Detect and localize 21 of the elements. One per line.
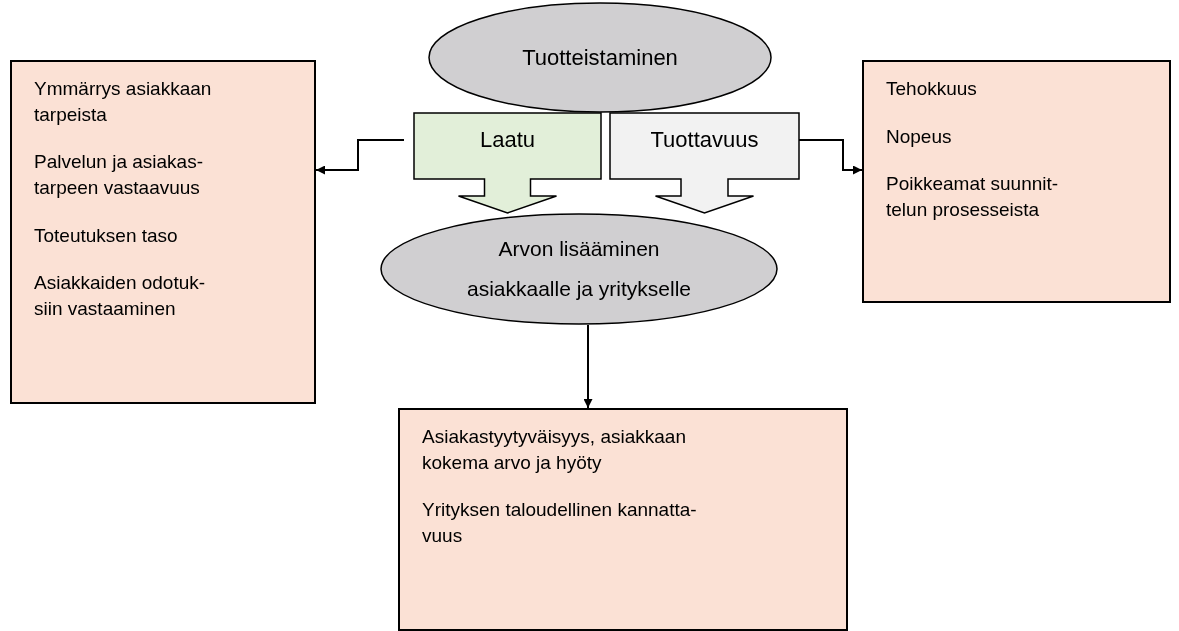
list-item: Asiakkaiden odotuk- siin vastaaminen (34, 271, 207, 321)
text-box (398, 408, 848, 631)
block-arrow (609, 112, 800, 214)
list-item: Tehokkuus (886, 77, 978, 101)
list-item: Ymmärrys asiakkaan tarpeista (34, 77, 213, 127)
arrow (798, 139, 863, 175)
edge-label: Tuottavuus (649, 127, 760, 154)
arrow (315, 139, 405, 175)
arrow (583, 324, 593, 409)
node-label: Arvon lisääminen asiakkaalle ja yritykselle (465, 236, 693, 302)
list-item: Asiakastyytyväisyys, asiakkaan kokema arvo ja hyöty (422, 425, 687, 475)
list-item: Palvelun ja asiakas- tarpeen vastaavuus (34, 150, 204, 200)
node-label: Tuotteistaminen (522, 43, 678, 72)
text-box (10, 60, 316, 404)
list-item: Yrityksen taloudellinen kannatta- vuus (422, 498, 698, 548)
block-arrow (413, 112, 602, 214)
list-item: Nopeus (886, 124, 953, 149)
list-item: Poikkeamat suunnit- telun prosesseista (886, 172, 1060, 222)
list-item: Toteutuksen taso (34, 223, 179, 248)
text-box (862, 60, 1171, 303)
edge-label: Laatu (478, 127, 537, 154)
